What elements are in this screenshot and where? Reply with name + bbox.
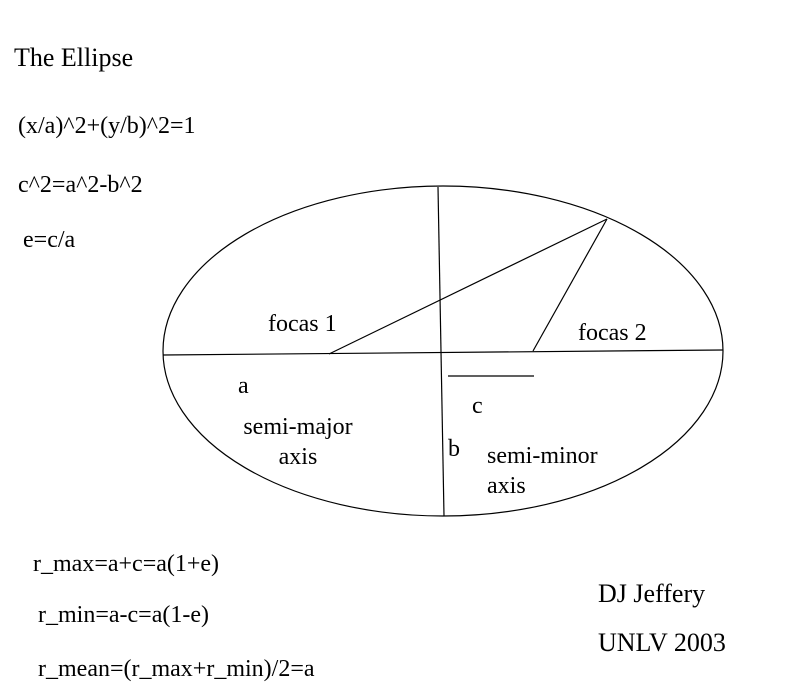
focus2-radius-line: [532, 218, 608, 352]
b-label: b: [448, 436, 460, 462]
focus1-label: focas 1: [268, 311, 337, 337]
r-min-formula: r_min=a-c=a(1-e): [38, 602, 209, 628]
focal-equation: c^2=a^2-b^2: [18, 172, 143, 198]
semi-major-label: semi-major axis: [243, 414, 353, 470]
c-label: c: [472, 393, 483, 419]
a-label: a: [238, 373, 249, 399]
r-max-formula: r_max=a+c=a(1+e): [33, 551, 220, 577]
eccentricity-equation: e=c/a: [23, 227, 76, 253]
author-credit: DJ Jeffery: [598, 579, 706, 608]
major-axis: [162, 349, 724, 356]
r-mean-formula: r_mean=(r_max+r_min)/2=a: [38, 656, 315, 682]
focus2-label: focas 2: [578, 320, 647, 346]
minor-axis: [437, 186, 445, 517]
focus1-radius-line: [328, 218, 608, 355]
semi-minor-label: semi-minor axis: [487, 443, 598, 499]
institution-credit: UNLV 2003: [598, 628, 726, 657]
ellipse-outline: [162, 185, 724, 517]
page-title: The Ellipse: [14, 43, 134, 72]
ellipse-equation: (x/a)^2+(y/b)^2=1: [18, 113, 196, 139]
